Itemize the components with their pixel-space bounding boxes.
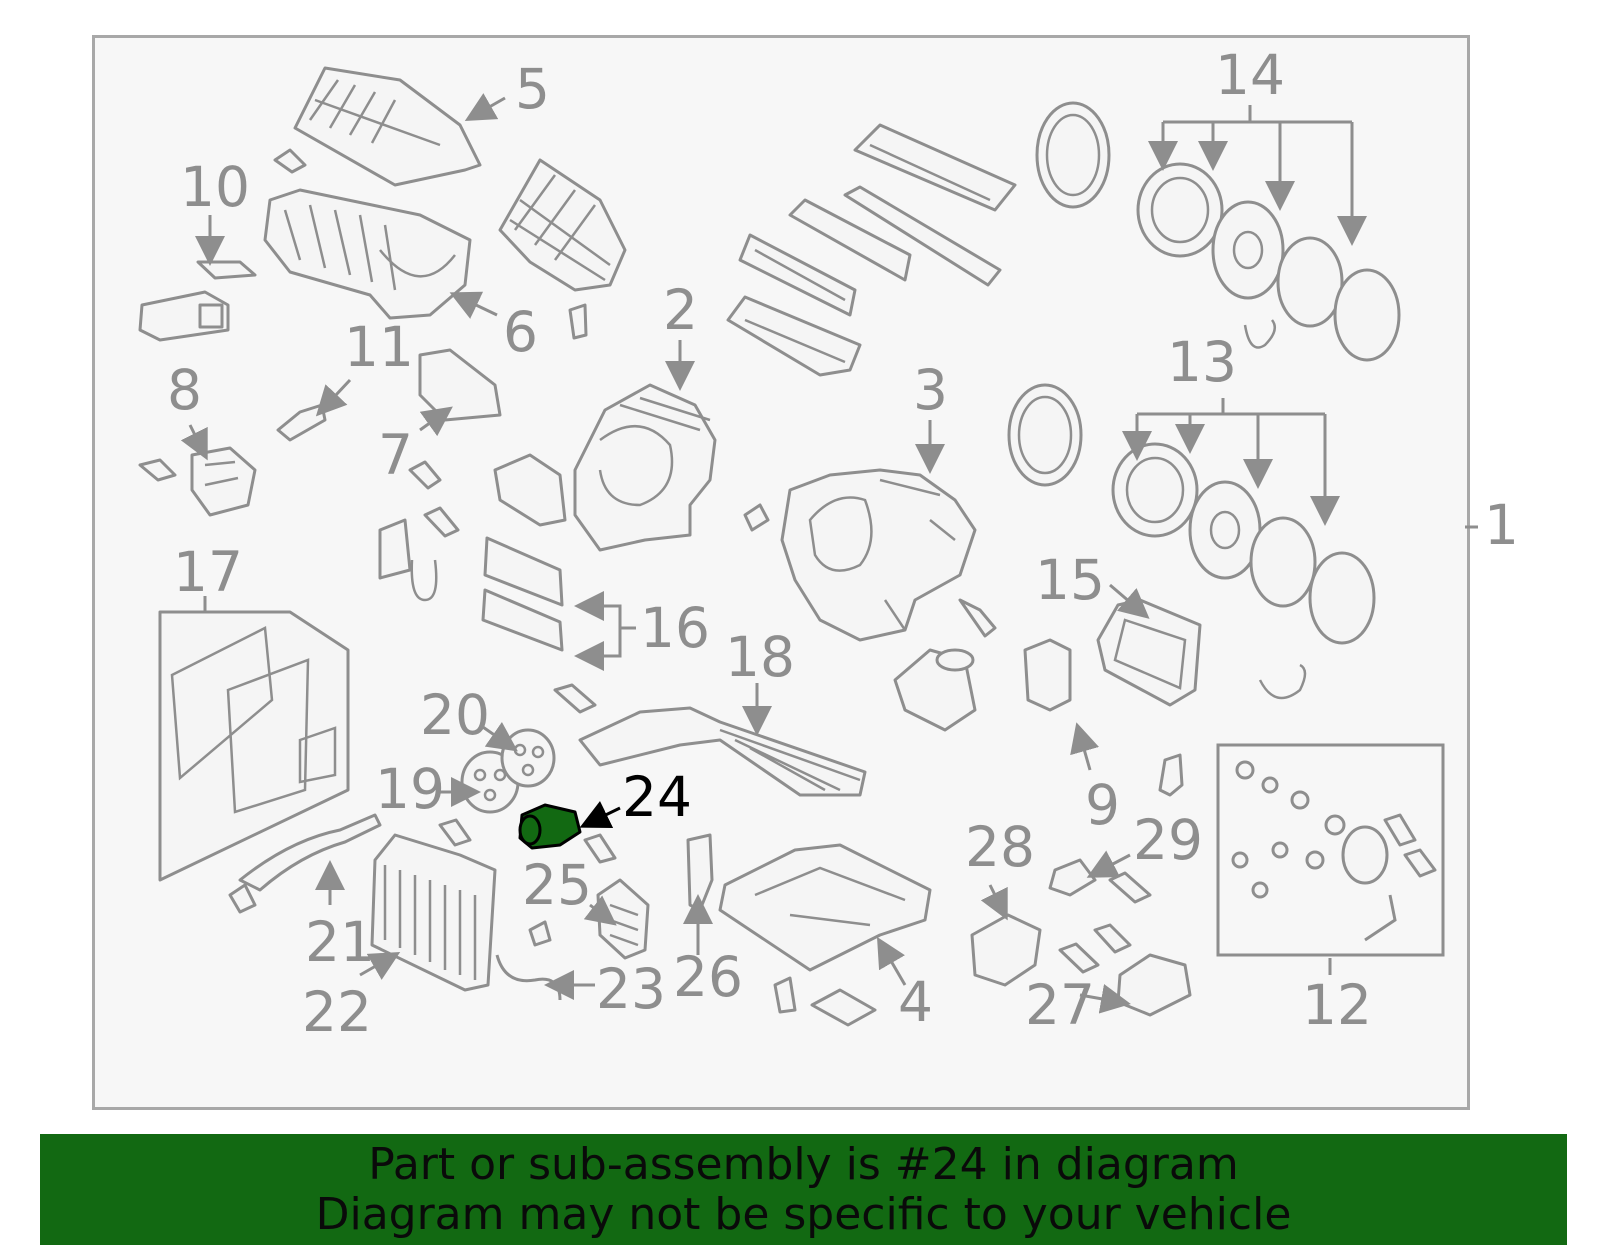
part-9-actuator [1023, 638, 1072, 712]
callout-11: 11 [344, 315, 414, 379]
part-26-link [686, 833, 714, 912]
part-2-housing [378, 383, 717, 602]
callout-21: 21 [305, 910, 375, 974]
callout-1: 1 [1484, 493, 1519, 557]
callout-14: 14 [1215, 43, 1285, 107]
part-23-harness [495, 920, 562, 1001]
part-10-bracket [138, 260, 257, 342]
callout-26: 26 [673, 945, 743, 1009]
part-17-panel-group [158, 610, 350, 882]
part-7-actuator [276, 348, 502, 442]
part-25-resistor [596, 878, 650, 960]
callout-24-highlighted: 24 [622, 765, 692, 829]
part-13-blower-group [1007, 383, 1376, 700]
leader-lines [180, 93, 1478, 1014]
part-12-hardware-kit [1216, 743, 1445, 957]
part-3-case [780, 468, 977, 642]
callout-9: 9 [1085, 773, 1120, 837]
callout-29: 29 [1133, 808, 1203, 872]
part-18-heater-core [578, 706, 867, 797]
callout-2: 2 [663, 278, 698, 342]
part-16-filters [481, 536, 564, 652]
part-14-blower-group [1035, 101, 1401, 362]
callout-3: 3 [913, 358, 948, 422]
callout-18: 18 [725, 625, 795, 689]
callout-5: 5 [515, 57, 550, 121]
callout-8: 8 [167, 358, 202, 422]
part-6-housing [263, 188, 472, 320]
callout-6: 6 [503, 300, 538, 364]
callout-23: 23 [596, 957, 666, 1021]
footer-line-disclaimer: Diagram may not be specific to your vehi… [315, 1189, 1292, 1240]
callout-16: 16 [640, 596, 710, 660]
part-seals [726, 123, 1017, 377]
callout-7: 7 [378, 423, 413, 487]
callout-15: 15 [1035, 548, 1105, 612]
callout-19: 19 [375, 757, 445, 821]
callout-17: 17 [173, 540, 243, 604]
part-22-evaporator [370, 833, 497, 992]
callout-10: 10 [180, 155, 250, 219]
part-21-pipes [228, 813, 382, 914]
callout-13: 13 [1167, 330, 1237, 394]
callout-12: 12 [1302, 973, 1372, 1037]
part-filter-grille [498, 158, 627, 292]
footer-banner: Part or sub-assembly is #24 in diagram D… [40, 1134, 1567, 1245]
callout-28: 28 [965, 815, 1035, 879]
callout-25: 25 [522, 853, 592, 917]
part-15-filter [1096, 598, 1202, 707]
callout-4: 4 [898, 970, 933, 1034]
part-24-highlighted [518, 803, 582, 850]
part-4-lower-case [718, 843, 932, 1027]
part-8-actuator [138, 446, 257, 517]
footer-line-part-number: Part or sub-assembly is #24 in diagram [368, 1139, 1239, 1190]
callout-22: 22 [302, 980, 372, 1044]
part-5-duct [293, 66, 482, 187]
callout-20: 20 [420, 683, 490, 747]
screws [273, 148, 1152, 1014]
callout-27: 27 [1025, 973, 1095, 1037]
part-mode-motor [893, 598, 997, 732]
